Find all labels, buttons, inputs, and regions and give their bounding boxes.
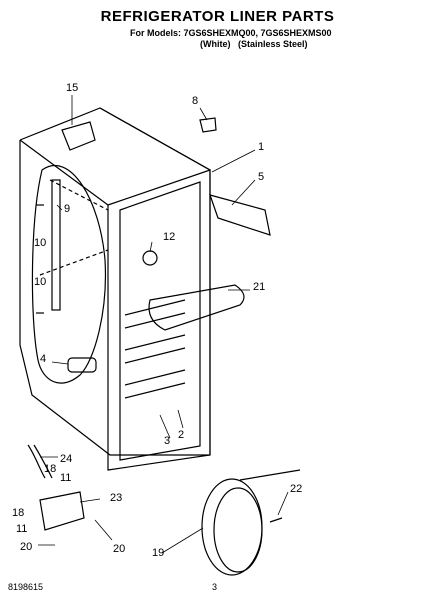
callout-4: 4 bbox=[40, 353, 46, 365]
leader-lines bbox=[38, 95, 289, 554]
callout-18a: 18 bbox=[44, 463, 56, 475]
callout-3: 3 bbox=[164, 435, 170, 447]
liner-body bbox=[19, 107, 301, 576]
callout-8: 8 bbox=[192, 95, 198, 107]
models-line: For Models: 7GS6SHEXMQ00, 7GS6SHEXMS00 bbox=[130, 28, 332, 38]
callout-20b: 20 bbox=[113, 543, 125, 555]
callout-11b: 11 bbox=[16, 523, 27, 535]
callout-20a: 20 bbox=[20, 541, 32, 553]
callout-12: 12 bbox=[163, 231, 175, 243]
callout-11a: 11 bbox=[60, 472, 71, 484]
callout-19: 19 bbox=[152, 547, 164, 559]
callout-10b: 10 bbox=[34, 276, 46, 288]
variant-stainless: (Stainless Steel) bbox=[238, 39, 308, 49]
callout-21: 21 bbox=[253, 281, 265, 293]
callout-1: 1 bbox=[258, 141, 264, 153]
callout-15: 15 bbox=[66, 82, 78, 94]
footer-code: 8198615 bbox=[8, 582, 44, 592]
page-title: REFRIGERATOR LINER PARTS bbox=[100, 8, 335, 25]
callout-24: 24 bbox=[60, 453, 72, 465]
callout-5: 5 bbox=[258, 171, 264, 183]
callout-23: 23 bbox=[110, 492, 122, 504]
callout-9: 9 bbox=[64, 203, 70, 215]
variant-white: (White) bbox=[200, 39, 231, 49]
callout-10a: 10 bbox=[34, 237, 46, 249]
callout-2: 2 bbox=[178, 429, 184, 441]
callout-22: 22 bbox=[290, 483, 302, 495]
callout-numbers: 15 8 1 5 9 10 12 10 21 4 2 3 24 18 11 23… bbox=[12, 82, 302, 559]
callout-18b: 18 bbox=[12, 507, 24, 519]
page-number: 3 bbox=[212, 582, 218, 592]
